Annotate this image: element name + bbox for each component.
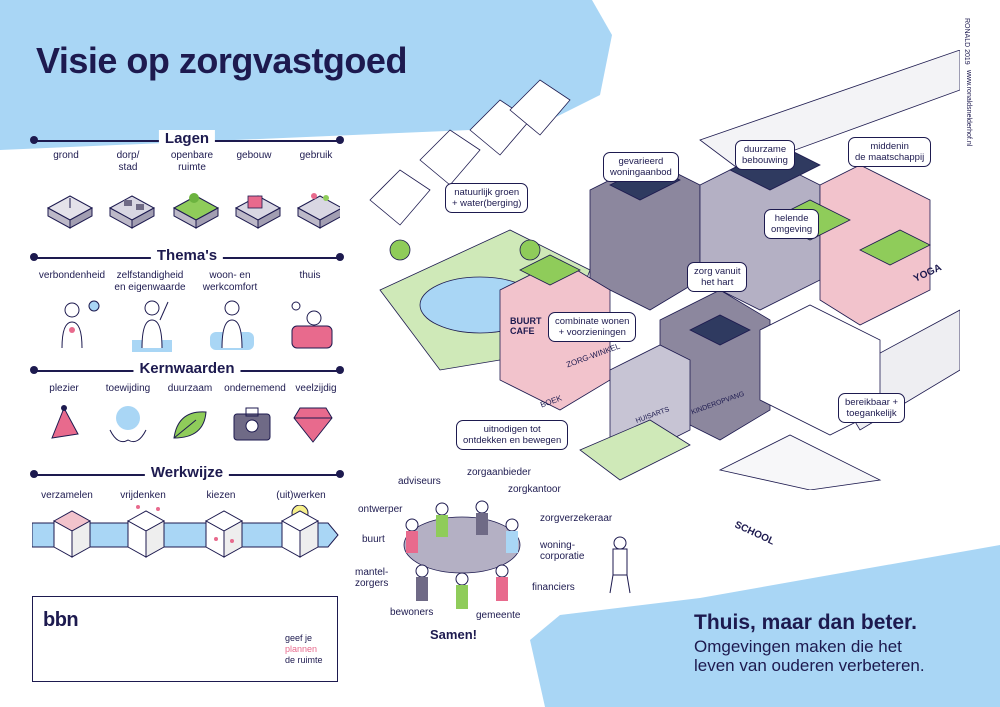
briefcase-bulb-icon bbox=[233, 407, 271, 441]
role-financiers: financiers bbox=[532, 582, 575, 593]
lagen-label-openbare-ruimte: openbare ruimte bbox=[170, 150, 214, 173]
proud-person-icon bbox=[132, 300, 172, 352]
role-ontwerper: ontwerper bbox=[358, 504, 403, 515]
bulb-box-icon bbox=[280, 505, 320, 558]
think-box-icon bbox=[126, 505, 166, 558]
themas-label-thuis: thuis bbox=[299, 270, 321, 281]
financier-figure bbox=[609, 536, 631, 594]
role-bewoners: bewoners bbox=[390, 607, 434, 618]
callout-zorg-vanuit-het-hart: zorg vanuit het hart bbox=[687, 262, 748, 292]
stakeholders-group-illustration bbox=[403, 500, 521, 609]
comfort-person-icon bbox=[210, 300, 254, 350]
tree bbox=[389, 239, 411, 261]
themas-label-zelfstandigheid: zelfstandigheid en eigenwaarde bbox=[114, 270, 186, 293]
row-houses bbox=[369, 79, 571, 226]
section-kernwaarden-title: Kernwaarden bbox=[133, 360, 241, 377]
section-kernwaarden-header: Kernwaarden bbox=[30, 360, 344, 380]
green-roof bbox=[519, 254, 581, 286]
themas-label-woon-werkcomfort: woon- en werkcomfort bbox=[202, 270, 258, 293]
section-lagen-title: Lagen bbox=[158, 130, 216, 147]
top-left-blue-band bbox=[0, 0, 612, 150]
green-roof bbox=[859, 229, 931, 266]
role-buurt: buurt bbox=[362, 534, 385, 545]
bbn-tagline-2: plannen bbox=[285, 644, 318, 654]
bbn-tagline-3: de ruimte bbox=[285, 655, 323, 665]
kernwaarden-label-plezier: plezier bbox=[49, 383, 79, 394]
building-block-icon bbox=[234, 195, 282, 229]
page-title: Visie op zorgvastgoed bbox=[36, 40, 407, 81]
werkwijze-label-uitwerken: (uit)werken bbox=[276, 490, 326, 501]
collect-box-icon bbox=[52, 510, 92, 558]
role-zorgkantoor: zorgkantoor bbox=[508, 484, 561, 495]
armchair-person-icon bbox=[291, 301, 333, 349]
lagen-label-gebruik: gebruik bbox=[299, 150, 333, 161]
process-arrow bbox=[32, 522, 339, 548]
village-block-icon bbox=[108, 195, 156, 229]
callout-helende-omgeving: helende omgeving bbox=[764, 209, 820, 239]
werkwijze-icons bbox=[32, 505, 339, 558]
people-block-icon bbox=[296, 193, 340, 229]
artist-website: www.ronaldsnelderhof.nl bbox=[965, 70, 972, 147]
gem-icon bbox=[293, 407, 333, 443]
werkwijze-label-kiezen: kiezen bbox=[206, 490, 236, 501]
public-space-block-icon bbox=[172, 193, 220, 229]
tagline-line-1: Omgevingen maken die het bbox=[694, 637, 902, 656]
callout-gevarieerd-woningaanbod: gevarieerd woningaanbod bbox=[603, 152, 679, 182]
connected-person-icon bbox=[61, 300, 100, 349]
choose-box-icon bbox=[204, 510, 244, 558]
tree bbox=[519, 239, 541, 261]
bbn-branding-box: bbn geef je plannen de ruimte bbox=[32, 596, 338, 682]
kernwaarden-label-veelzijdig: veelzijdig bbox=[295, 383, 337, 394]
bottom-right-blue-band bbox=[530, 545, 1000, 707]
themas-label-verbondenheid: verbondenheid bbox=[38, 270, 106, 281]
section-werkwijze-header: Werkwijze bbox=[30, 464, 344, 484]
lagen-label-grond: grond bbox=[53, 150, 79, 161]
playground-field bbox=[579, 419, 691, 481]
werkwijze-label-verzamelen: verzamelen bbox=[41, 490, 93, 501]
section-werkwijze-title: Werkwijze bbox=[144, 464, 230, 481]
ground-block-icon bbox=[46, 195, 94, 229]
themas-icons bbox=[61, 300, 333, 352]
role-gemeente: gemeente bbox=[476, 610, 521, 621]
tagline-title: Thuis, maar dan beter. bbox=[694, 611, 917, 634]
sign-buurt-cafe: BUURT CAFE bbox=[510, 316, 542, 336]
section-lagen-header: Lagen bbox=[30, 130, 344, 150]
role-adviseurs: adviseurs bbox=[398, 476, 441, 487]
artist-signature: RONALD 2019 bbox=[963, 18, 970, 65]
lagen-label-gebouw: gebouw bbox=[236, 150, 272, 161]
section-themas-title: Thema's bbox=[150, 247, 224, 264]
party-hat-icon bbox=[51, 405, 79, 439]
bbn-tagline-1: geef je bbox=[285, 633, 313, 643]
werkwijze-label-vrijdenken: vrijdenken bbox=[120, 490, 166, 501]
hands-globe-icon bbox=[109, 406, 147, 443]
role-woningcorporatie: woning- corporatie bbox=[540, 540, 585, 562]
role-mantelzorgers: mantel- zorgers bbox=[355, 567, 389, 589]
callout-bereikbaar-toegankelijk: bereikbaar + toegankelijk bbox=[838, 393, 906, 423]
kernwaarden-label-toewijding: toewijding bbox=[105, 383, 151, 394]
callout-duurzame-bebouwing: duurzame bebouwing bbox=[735, 140, 795, 170]
callout-natuurlijk-groen: natuurlijk groen + water(berging) bbox=[445, 183, 529, 213]
leaf-icon bbox=[173, 411, 207, 439]
samen-label: Samen! bbox=[430, 627, 477, 642]
tagline-line-2: leven van ouderen verbeteren. bbox=[694, 656, 925, 675]
kernwaarden-icons bbox=[51, 405, 333, 443]
callout-uitnodigen: uitnodigen tot ontdekken en bewegen bbox=[456, 420, 569, 450]
lagen-icons bbox=[46, 193, 340, 229]
school-building bbox=[718, 434, 882, 490]
section-themas-header: Thema's bbox=[30, 247, 344, 267]
lagen-label-dorp: dorp/ stad bbox=[116, 150, 140, 173]
role-zorgaanbieder: zorgaanbieder bbox=[467, 467, 531, 478]
kernwaarden-label-ondernemend: ondernemend bbox=[224, 383, 286, 394]
callout-combinatie-wonen: combinate wonen + voorzieningen bbox=[548, 312, 637, 342]
bbn-logo: bbn bbox=[43, 609, 79, 631]
callout-middenin-maatschappij: middenin de maatschappij bbox=[848, 137, 932, 167]
kernwaarden-label-duurzaam: duurzaam bbox=[167, 383, 213, 394]
neighbourhood-illustration bbox=[369, 50, 960, 490]
role-zorgverzekeraar: zorgverzekeraar bbox=[540, 513, 613, 524]
